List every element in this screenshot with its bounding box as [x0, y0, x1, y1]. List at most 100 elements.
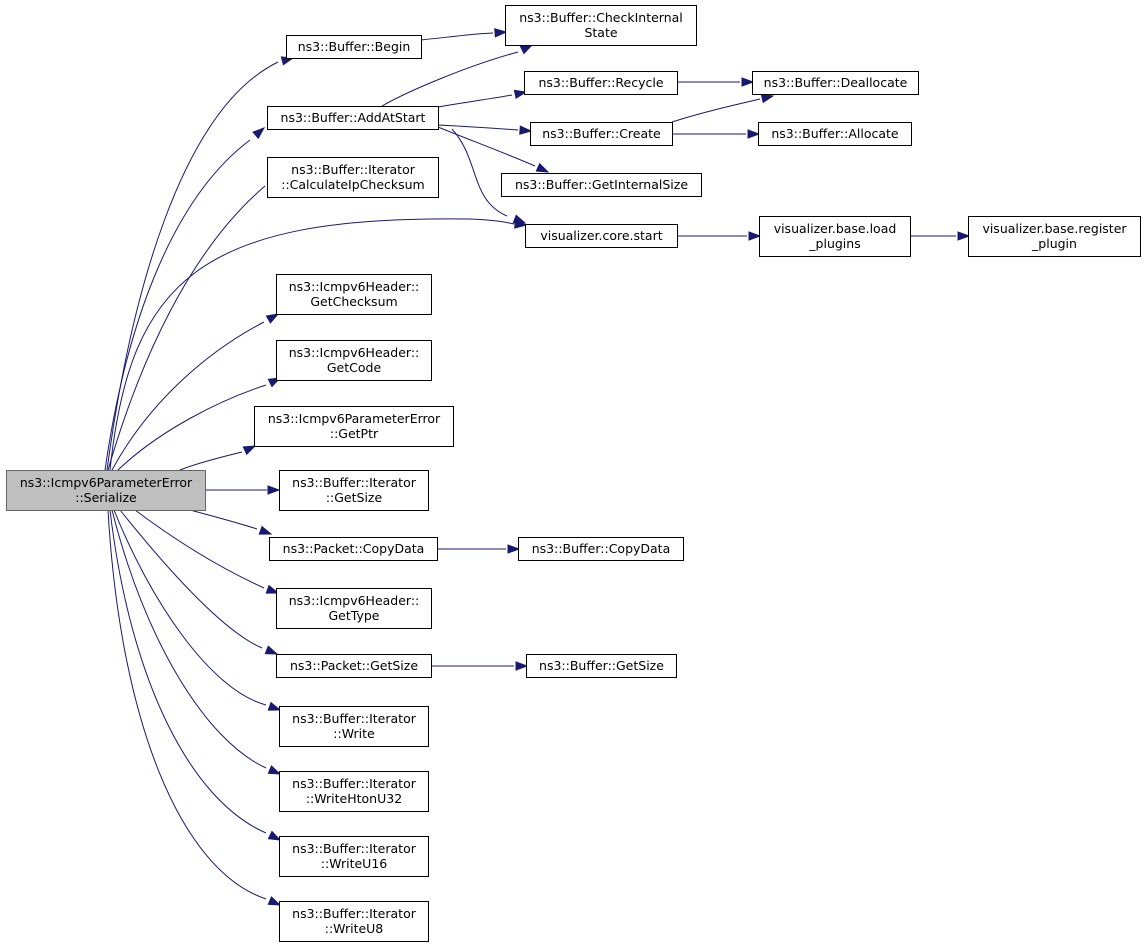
node-box	[279, 771, 429, 812]
node-registerplugin[interactable]: visualizer.base.register_plugin	[968, 216, 1141, 257]
node-box	[758, 122, 912, 146]
edge-root-to-addatstart	[104, 127, 266, 471]
edge-addatstart-to-create	[437, 124, 533, 135]
arrowhead-icon	[513, 89, 528, 100]
arrowhead-icon	[267, 896, 282, 906]
node-label: ::GetPtr	[330, 426, 379, 441]
node-label: ::Write	[333, 726, 375, 741]
node-addatstart[interactable]: ns3::Buffer::AddAtStart	[267, 106, 439, 130]
arrowhead-icon	[741, 77, 755, 87]
edge-line	[437, 94, 513, 108]
edge-loadplugins-to-registerplugin	[910, 231, 971, 241]
node-getptr[interactable]: ns3::Icmpv6ParameterError::GetPtr	[254, 406, 454, 447]
edge-pktcopydata-to-bufcopydata	[437, 544, 521, 554]
node-bufcopydata[interactable]: ns3::Buffer::CopyData	[518, 537, 684, 561]
edge-line	[113, 509, 267, 706]
node-loadplugins[interactable]: visualizer.base.load_plugins	[759, 216, 911, 257]
node-box	[6, 470, 206, 511]
edges-layer	[104, 28, 971, 906]
edge-root-to-getchecksum	[111, 313, 280, 471]
node-vcorestart[interactable]: visualizer.core.start	[525, 224, 678, 248]
edge-root-to-pktcopydata	[189, 509, 273, 535]
node-box	[279, 470, 429, 511]
arrowhead-icon	[242, 445, 257, 456]
arrowhead-icon	[494, 28, 508, 38]
node-gettype[interactable]: ns3::Icmpv6Header::GetType	[276, 588, 432, 629]
node-deallocate[interactable]: ns3::Buffer::Deallocate	[752, 71, 919, 95]
node-itgetsize[interactable]: ns3::Buffer::Iterator::GetSize	[279, 470, 429, 511]
edge-line	[381, 51, 519, 107]
node-label: ::WriteHtonU32	[306, 791, 402, 806]
arrowhead-icon	[267, 765, 282, 775]
node-label: ns3::Buffer::Allocate	[771, 126, 899, 141]
node-box	[526, 654, 677, 678]
arrowhead-icon	[267, 485, 281, 495]
node-getinternalsize[interactable]: ns3::Buffer::GetInternalSize	[501, 173, 702, 197]
node-label: ns3::Buffer::GetSize	[539, 658, 664, 673]
node-bufgetsize[interactable]: ns3::Buffer::GetSize	[526, 654, 677, 678]
node-writeu8[interactable]: ns3::Buffer::Iterator::WriteU8	[279, 901, 429, 942]
node-root[interactable]: ns3::Icmpv6ParameterError::Serialize	[6, 470, 206, 511]
node-box	[276, 654, 432, 678]
edge-line	[107, 185, 266, 471]
node-label: ns3::Buffer::CopyData	[532, 541, 671, 556]
node-label: GetChecksum	[310, 294, 397, 309]
edge-line	[104, 139, 251, 471]
node-pktgetsize[interactable]: ns3::Packet::GetSize	[276, 654, 432, 678]
edge-root-to-gettype	[134, 509, 280, 594]
edge-create-to-deallocate	[671, 93, 775, 123]
node-getchecksum[interactable]: ns3::Icmpv6Header::GetChecksum	[276, 274, 432, 315]
node-writehton[interactable]: ns3::Buffer::Iterator::WriteHtonU32	[279, 771, 429, 812]
node-box	[279, 901, 429, 942]
edge-begin-to-checkinternal	[420, 28, 508, 41]
node-pktcopydata[interactable]: ns3::Packet::CopyData	[269, 537, 438, 561]
node-recycle[interactable]: ns3::Buffer::Recycle	[524, 71, 678, 95]
arrowhead-icon	[265, 584, 280, 594]
arrowhead-icon	[747, 129, 761, 139]
edge-root-to-pktgetsize	[119, 509, 279, 655]
arrowhead-icon	[264, 645, 279, 655]
edge-line	[109, 509, 267, 834]
node-getcode[interactable]: ns3::Icmpv6Header::GetCode	[276, 340, 432, 381]
node-calcip[interactable]: ns3::Buffer::Iterator::CalculateIpChecks…	[267, 157, 439, 198]
edge-root-to-writeu8	[107, 509, 282, 906]
edge-vcorestart-to-loadplugins	[677, 231, 762, 241]
node-box	[269, 537, 438, 561]
node-writeu16[interactable]: ns3::Buffer::Iterator::WriteU16	[279, 836, 429, 877]
edge-line	[179, 451, 243, 471]
node-label: visualizer.base.register	[982, 221, 1127, 236]
nodes-layer: ns3::Icmpv6ParameterError::Serializens3:…	[6, 5, 1141, 942]
node-write[interactable]: ns3::Buffer::Iterator::Write	[279, 706, 429, 747]
node-create[interactable]: ns3::Buffer::Create	[530, 122, 673, 146]
edge-root-to-getptr	[179, 445, 257, 471]
node-label: ::CalculateIpChecksum	[281, 177, 425, 192]
edge-pktgetsize-to-bufgetsize	[431, 661, 529, 671]
node-label: visualizer.core.start	[540, 228, 662, 243]
node-label: GetCode	[327, 360, 382, 375]
node-box	[505, 5, 697, 46]
edge-line	[671, 98, 761, 123]
edge-addatstart-to-recycle	[437, 89, 528, 108]
edge-line	[119, 509, 263, 649]
node-label: ::Serialize	[75, 490, 137, 505]
node-box	[530, 122, 673, 146]
node-box	[267, 106, 439, 130]
node-label: ns3::Icmpv6ParameterError	[268, 411, 441, 426]
edge-line	[437, 124, 519, 131]
edge-root-to-writehton	[111, 509, 282, 775]
edge-line	[106, 61, 279, 471]
node-allocate[interactable]: ns3::Buffer::Allocate	[758, 122, 912, 146]
node-begin[interactable]: ns3::Buffer::Begin	[286, 35, 422, 59]
node-label: ns3::Icmpv6Header::	[289, 593, 420, 608]
node-label: ns3::Icmpv6ParameterError	[20, 475, 193, 490]
node-label: ns3::Buffer::Iterator	[292, 475, 417, 490]
arrowhead-icon	[267, 701, 282, 711]
node-box	[267, 157, 439, 198]
node-box	[286, 35, 422, 59]
arrowhead-icon	[265, 313, 280, 324]
edge-line	[420, 32, 494, 41]
edge-create-to-allocate	[672, 129, 761, 139]
node-label: ns3::Buffer::Iterator	[291, 162, 416, 177]
